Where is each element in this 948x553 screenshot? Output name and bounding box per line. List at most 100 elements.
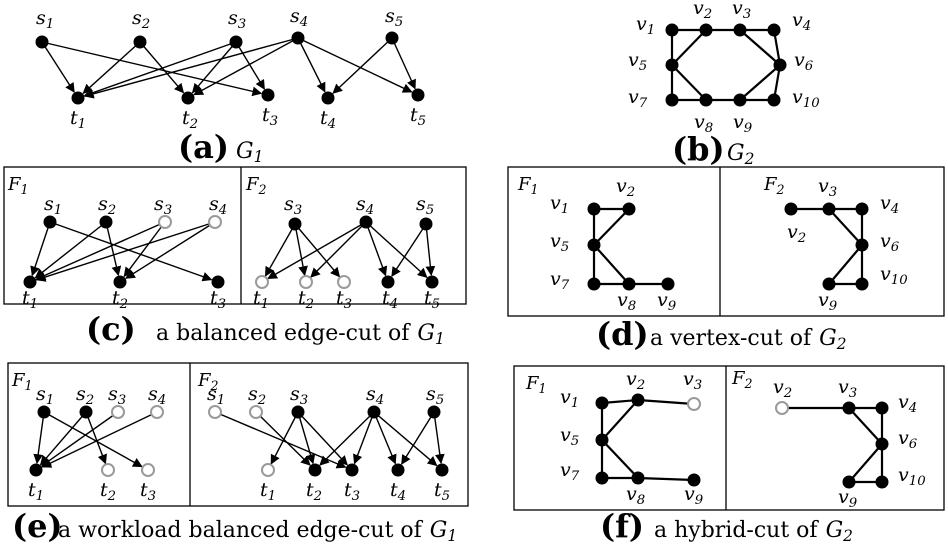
d-f2-label-v6: v6 <box>880 230 900 255</box>
c-f2-edge-s4-t1 <box>267 221 367 280</box>
e-f2-edge-s4-t3 <box>353 411 375 465</box>
e-f2-node-t2 <box>308 463 322 477</box>
e-f2-label-t1: t1 <box>260 479 276 504</box>
f-f1-edge-v5-v8 <box>601 439 639 479</box>
c-f1-node-t2 <box>113 275 127 289</box>
a-node-t5 <box>411 88 425 102</box>
a-label-s4: s4 <box>290 5 308 30</box>
c-f2-label-t4: t4 <box>382 287 398 312</box>
e-f1-label-t3: t3 <box>140 479 156 504</box>
e-f1-edge-s1-t1 <box>33 411 45 465</box>
e-f2-edge-s4-t4 <box>373 411 397 465</box>
f-f2-label-v10: v10 <box>898 464 926 489</box>
f-f1-label-v3: v3 <box>683 368 702 393</box>
a-node-s5 <box>385 31 399 45</box>
b-edge-v2-v5 <box>671 29 707 66</box>
a-edge-s2-t1 <box>82 41 141 94</box>
c-f2-node-t1 <box>255 275 269 289</box>
a-node-t2 <box>181 91 195 105</box>
e-f2-label-t2: t2 <box>306 479 322 504</box>
fragment-label-d-1: F1 <box>517 174 539 197</box>
c-f1-label-t1: t1 <box>22 287 38 312</box>
c-f1-edge-s3-t1 <box>35 221 166 281</box>
c-f1-label-s4: s4 <box>209 193 227 218</box>
d-f1-edge-v5-v8 <box>593 244 630 285</box>
e-f2-label-s2: s2 <box>248 383 266 408</box>
c-f2-edge-s5-t5 <box>425 223 436 277</box>
e-f1-edge-s1-t3 <box>43 411 143 468</box>
a-edge-s1-t1 <box>41 41 75 93</box>
c-f1-label-s1: s1 <box>44 193 62 218</box>
c-f2-node-s5 <box>419 217 433 231</box>
b-label-v2: v2 <box>693 0 712 22</box>
c-f2-edge-s4-t5 <box>365 221 428 278</box>
e-f1-node-t1 <box>29 463 43 477</box>
e-f2-node-t4 <box>391 463 405 477</box>
c-f1-node-t3 <box>211 275 225 289</box>
caption-text-c: a balanced edge-cut of <box>156 321 411 346</box>
e-f1-edge-s2-t2 <box>85 411 107 465</box>
a-node-s1 <box>35 35 49 49</box>
caption-graph-a: G1 <box>236 139 263 166</box>
a-label-s3: s3 <box>228 7 246 32</box>
f-f2-label-v6: v6 <box>898 427 918 452</box>
c-f2-edge-s3-t1 <box>264 223 296 277</box>
f-f2-label-v3: v3 <box>838 376 857 401</box>
f-f1-edge-v8-v9 <box>637 476 695 482</box>
e-f2-edge-s3-t1 <box>270 411 299 465</box>
c-f2-node-t3 <box>337 275 351 289</box>
fragment-label-c-1: F1 <box>7 174 29 197</box>
d-f2-node-v3 <box>822 202 836 216</box>
e-f1-edge-s3-t1 <box>40 411 119 467</box>
e-f2-edge-s4-t2 <box>319 411 375 466</box>
b-node-v2 <box>699 23 713 37</box>
f-f1-node-v1 <box>595 396 609 410</box>
d-f1-node-v7 <box>587 277 601 291</box>
a-label-s1: s1 <box>36 7 54 32</box>
f-f1-node-v5 <box>595 433 609 447</box>
b-edge-v3-v6 <box>739 29 781 66</box>
f-f2-node-v6 <box>875 437 889 451</box>
e-f1-label-s3: s3 <box>108 383 126 408</box>
e-f1-label-t2: t2 <box>100 479 116 504</box>
c-f1-edge-s2-t1 <box>34 221 107 279</box>
d-f1-node-v9 <box>661 277 675 291</box>
caption-letter-f: (f) <box>600 507 644 545</box>
b-node-v10 <box>767 93 781 107</box>
e-f1-label-t1: t1 <box>28 479 44 504</box>
c-f1-node-s4 <box>208 215 222 229</box>
e-f1-label-s4: s4 <box>148 383 166 408</box>
e-f2-label-s1: s1 <box>207 383 225 408</box>
a-label-t3: t3 <box>262 104 278 129</box>
f-f1-edge-v2-v3 <box>637 398 695 406</box>
a-edge-s5-t5 <box>391 37 416 90</box>
e-f2-label-s4: s4 <box>366 383 384 408</box>
d-f2-node-v4 <box>855 202 869 216</box>
fragment-label-e-1: F1 <box>11 370 33 393</box>
c-f1-label-t3: t3 <box>210 287 226 312</box>
f-f1-node-v2 <box>631 393 645 407</box>
a-label-s2: s2 <box>132 7 150 32</box>
f-f2-label-v9: v9 <box>838 486 858 511</box>
a-edge-s3-t1 <box>83 41 237 98</box>
c-f1-edge-s1-t3 <box>49 221 213 282</box>
caption-graph-e: G1 <box>430 518 457 545</box>
caption-letter-c: (c) <box>86 310 136 348</box>
e-f2-edge-s5-t4 <box>401 411 435 465</box>
f-f2-edge-v6-v9 <box>848 443 883 483</box>
c-f2-edge-s3-t2 <box>294 223 308 277</box>
b-node-v8 <box>699 93 713 107</box>
b-label-v10: v10 <box>792 86 820 111</box>
c-f1-label-s2: s2 <box>98 193 116 218</box>
a-node-t3 <box>261 88 275 102</box>
fragment-label-f-1: F1 <box>525 373 547 396</box>
e-f1-edge-s2-t1 <box>39 411 87 466</box>
f-f1-label-v1: v1 <box>560 386 579 411</box>
caption-text-f: a hybrid-cut of <box>654 518 819 543</box>
b-node-v7 <box>665 93 679 107</box>
e-f1-node-s1 <box>37 405 51 419</box>
